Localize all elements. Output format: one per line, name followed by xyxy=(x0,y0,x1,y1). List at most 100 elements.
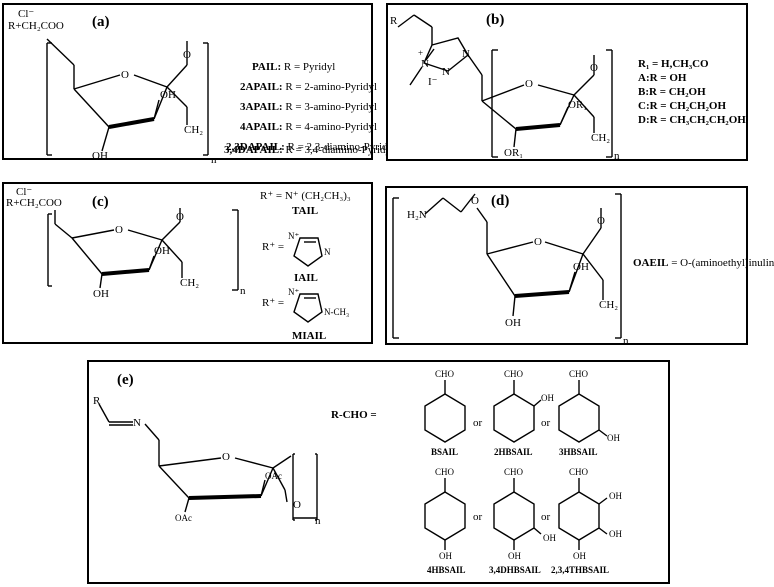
link-oxygen: O xyxy=(597,215,605,227)
panel-b-structure xyxy=(397,14,613,158)
triazole-n1: N xyxy=(462,48,470,60)
panel-d-label: (d) xyxy=(491,193,510,209)
ring-oxygen: O xyxy=(115,224,123,236)
counter-ion: Cl⁻ xyxy=(18,8,35,20)
legend-row: 2APAIL: R = 2-amino-Pyridyl xyxy=(240,81,378,93)
ring-oxygen: O xyxy=(222,451,230,463)
panel-e: (e) R N O OAc OAc O n R-CHO = CHO CHO CH… xyxy=(87,360,670,584)
rcho-label: R-CHO = xyxy=(331,409,377,421)
aldehyde-name: 4HBSAIL xyxy=(427,565,466,575)
legend-row: 3,4DAPAIL: R = 3,4-diamino-Pyridyl xyxy=(224,144,395,156)
aldehyde-group: CHO xyxy=(504,369,524,379)
hydroxyl-2: OH xyxy=(573,261,589,273)
ether-oxygen: O xyxy=(471,195,479,207)
link-oxygen: O xyxy=(293,499,301,511)
hydroxyl-3: OH xyxy=(505,317,521,329)
hydroxyl-2: OH xyxy=(154,245,170,257)
hydroxyl-2: OH xyxy=(160,89,176,101)
legend-row: 2,3DAPAIL: R = 2,3-diamino-Pyridyl xyxy=(226,141,397,153)
acetate-group: OAc xyxy=(175,513,192,523)
legend-row: A:R = OH xyxy=(638,72,687,84)
hydroxyl-3: OH xyxy=(93,288,109,300)
ring-oxygen: O xyxy=(534,236,542,248)
repeat-n: n xyxy=(240,285,246,297)
legend-row: C:R = CH₂CH₂OH xyxy=(638,100,727,112)
or1-group: OR₁ xyxy=(504,147,524,159)
legend-row: D:R = CH₃CH₂CH₂OH xyxy=(638,114,746,126)
r-group: R xyxy=(390,15,398,27)
hydroxyl-3: OH xyxy=(92,150,108,162)
legend-row: 4APAIL: R = 4-amino-Pyridyl xyxy=(240,121,378,133)
iodide-ion: I⁻ xyxy=(428,76,438,88)
oaeil-legend: OAEIL = O-(aminoethyl)inulin xyxy=(633,257,774,269)
or-separator: or xyxy=(473,417,483,429)
aldehyde-name: BSAIL xyxy=(431,447,459,457)
hydroxyl-group: OH xyxy=(607,433,620,443)
repeat-n: n xyxy=(623,335,629,347)
panel-a: (a) Cl⁻ R+CH₂COO O O OH OH CH₂ n PAIL: R… xyxy=(2,3,396,166)
aldehyde-group: CHO xyxy=(569,369,589,379)
imidazolium-nplus: N⁺ xyxy=(288,287,300,297)
r-tail-definition: R⁺ = N⁺ (CH₂CH₃)₃ xyxy=(260,190,351,202)
panel-b-label: (b) xyxy=(486,12,505,28)
aldehyde-group: CHO xyxy=(569,467,589,477)
acetate-group: OAc xyxy=(265,471,282,481)
triazole-n3: N xyxy=(421,58,429,70)
or1-group: OR₁ xyxy=(568,99,588,111)
legend-row: R₁ = H,CH₃CO xyxy=(638,58,709,70)
panel-b: (b) R N N N + I⁻ O O OR₁ OR₁ CH₂ n R₁ = … xyxy=(386,3,748,162)
link-oxygen: O xyxy=(590,62,598,74)
legend-row: PAIL: R = Pyridyl xyxy=(252,61,336,73)
methylene-label: CH₂ xyxy=(599,299,619,311)
hydroxyl-group: OH xyxy=(541,393,554,403)
aldehyde-name: 2HBSAIL xyxy=(494,447,533,457)
panel-a-structure xyxy=(46,38,209,156)
repeat-n: n xyxy=(211,154,217,166)
panel-a-label: (a) xyxy=(92,14,110,30)
repeat-n: n xyxy=(315,515,321,527)
substituent-label: R+CH₂COO xyxy=(6,197,62,209)
hydroxyl-group: OH xyxy=(609,529,622,539)
panel-c-label: (c) xyxy=(92,194,109,210)
panel-e-structure xyxy=(98,380,608,550)
or-separator: or xyxy=(541,511,551,523)
legend-row: 3APAIL: R = 3-amino-Pyridyl xyxy=(240,101,378,113)
hydroxyl-group: OH xyxy=(543,533,556,543)
miail-name: MIAIL xyxy=(292,330,327,342)
aldehyde-name: 3,4DHBSAIL xyxy=(489,565,541,575)
imidazolium-nplus: N⁺ xyxy=(288,231,300,241)
charge-plus: + xyxy=(418,48,424,58)
repeat-n: n xyxy=(614,150,620,162)
panel-d-structure xyxy=(392,193,622,339)
or-separator: or xyxy=(473,511,483,523)
aldehyde-group: CHO xyxy=(435,369,455,379)
or-separator: or xyxy=(541,417,551,429)
panel-d: (d) H₂N O O O OH OH CH₂ n OAEIL = O-(ami… xyxy=(385,186,774,347)
aldehyde-name: 3HBSAIL xyxy=(559,447,598,457)
hydroxyl-group: OH xyxy=(573,551,586,561)
panel-c-structure xyxy=(47,208,323,323)
hydroxyl-group: OH xyxy=(439,551,452,561)
imidazolium-n: N xyxy=(324,247,331,257)
imidazolium-nch3: N-CH₃ xyxy=(324,307,350,317)
ring-oxygen: O xyxy=(525,78,533,90)
imine-nitrogen: N xyxy=(133,417,141,429)
r-miail-definition: R⁺ = xyxy=(262,297,285,309)
hydroxyl-group: OH xyxy=(609,491,622,501)
legend-row: B:R = CH₂OH xyxy=(638,86,706,98)
panel-c: (c) Cl⁻ R+CH₂COO O O OH OH CH₂ n R⁺ = N⁺… xyxy=(2,182,373,344)
aldehyde-group: CHO xyxy=(435,467,455,477)
link-oxygen: O xyxy=(176,211,184,223)
link-oxygen: O xyxy=(183,49,191,61)
r-iail-definition: R⁺ = xyxy=(262,241,285,253)
r-group: R xyxy=(93,395,101,407)
iail-name: IAIL xyxy=(294,272,318,284)
ring-oxygen: O xyxy=(121,69,129,81)
methylene-label: CH₂ xyxy=(591,132,611,144)
methylene-label: CH₂ xyxy=(184,124,204,136)
aldehyde-name: 2,3,4THBSAIL xyxy=(551,565,610,575)
aldehyde-group: CHO xyxy=(504,467,524,477)
panel-e-label: (e) xyxy=(117,372,134,388)
tail-name: TAIL xyxy=(292,205,319,217)
methylene-label: CH₂ xyxy=(180,277,200,289)
